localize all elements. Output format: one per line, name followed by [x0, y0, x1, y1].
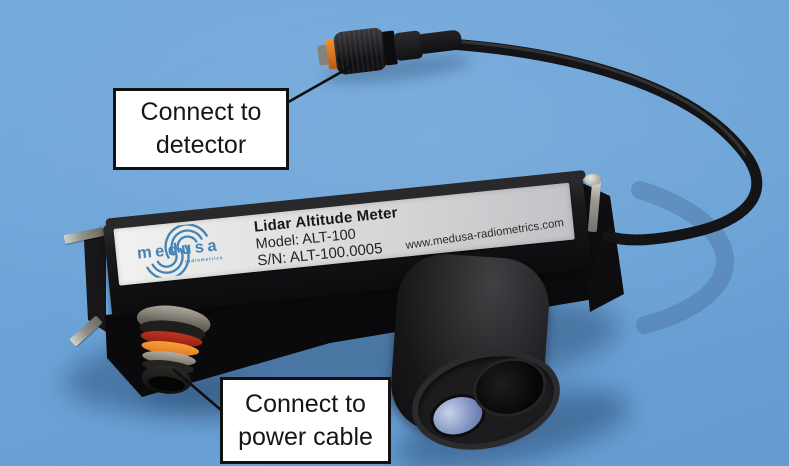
- detector-connector-boot: [418, 29, 463, 55]
- medusa-logo-arcs-icon: [146, 223, 208, 280]
- screw-right-head: [584, 174, 602, 185]
- callout-connect-to-detector: Connect to detector: [113, 88, 289, 170]
- screw-left-bottom: [69, 315, 103, 347]
- lidar-altitude-meter-body: medusa radiometrics Lidar Altitude Meter…: [103, 176, 592, 318]
- callout-power-line2: power cable: [238, 422, 373, 451]
- callout-detector-line1: Connect to: [140, 98, 262, 126]
- callout-connect-to-power-cable: Connect to power cable: [220, 377, 391, 464]
- device-website: www.medusa-radiometrics.com: [405, 216, 565, 252]
- callout-detector-line2: detector: [155, 131, 247, 159]
- medusa-logo: medusa radiometrics: [128, 220, 240, 281]
- detector-connector: [315, 10, 481, 85]
- detector-connector-barrel: [332, 26, 388, 76]
- device-nameplate: medusa radiometrics Lidar Altitude Meter…: [113, 182, 575, 286]
- nameplate-text: Lidar Altitude Meter Model: ALT-100 S/N:…: [253, 204, 402, 269]
- power-connector: [128, 301, 214, 401]
- callout-power-line1: Connect to: [245, 389, 366, 418]
